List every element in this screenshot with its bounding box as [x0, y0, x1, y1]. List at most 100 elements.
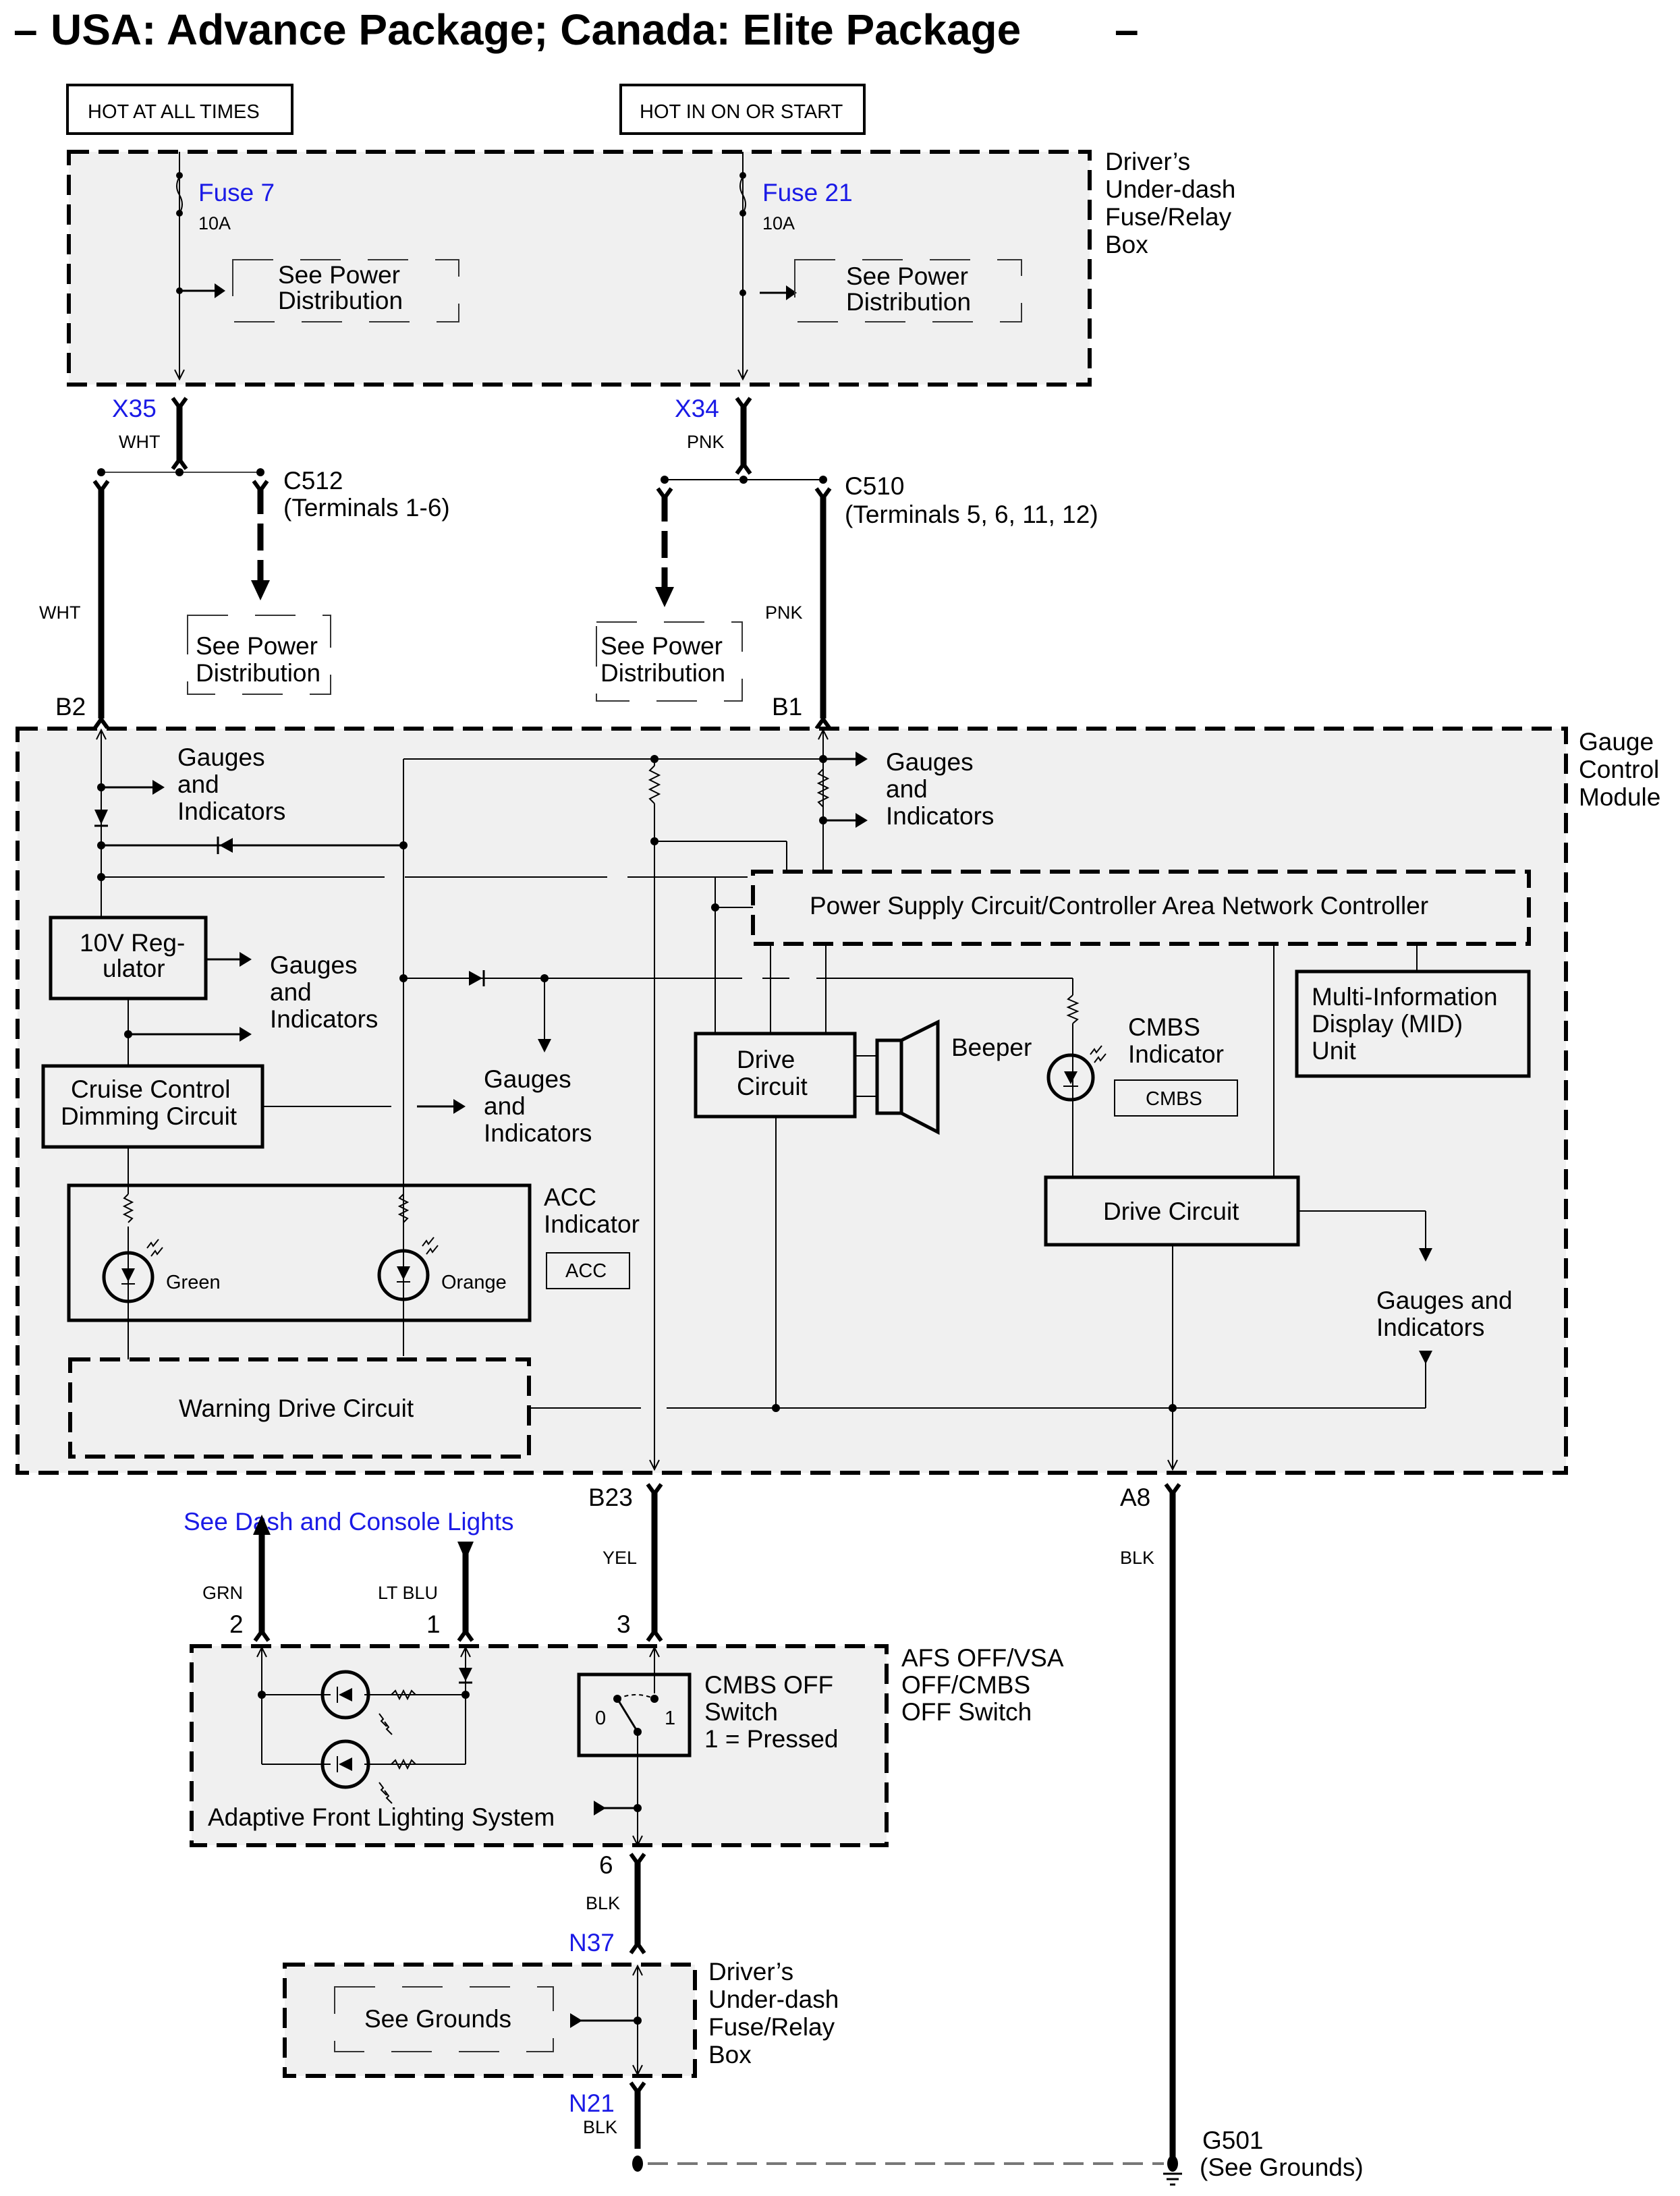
see-power-distribution-1-line1[interactable]: See Power: [278, 261, 400, 289]
gauges-indicators-1-line3: Indicators: [177, 797, 285, 825]
resistor-icon: [648, 765, 661, 804]
arrow-up-icon: [253, 1515, 271, 1535]
fuse-relay-box-top: Driver’s Under-dash Fuse/Relay Box Fuse …: [67, 148, 1235, 387]
fuse-7: Fuse 7 10A See Power Distribution: [174, 152, 459, 381]
beeper-icon: [875, 1019, 940, 1135]
switch-section-label-3: OFF Switch: [901, 1698, 1032, 1726]
see-power-distribution-box-3[interactable]: [187, 615, 331, 695]
pin-3-label: 3: [617, 1610, 631, 1638]
gauges-indicators-5-line2: Indicators: [1376, 1314, 1484, 1341]
mid-unit-line1: Multi-Information: [1312, 983, 1498, 1011]
arrow-down-icon: [1419, 1248, 1432, 1262]
see-power-distribution-box-2[interactable]: [794, 259, 1022, 322]
see-power-distribution-box-4[interactable]: [596, 621, 743, 702]
see-power-distribution-4-line1[interactable]: See Power: [600, 632, 723, 660]
drive-circuit-1-line1: Drive: [737, 1046, 795, 1073]
resistor-icon: [397, 1193, 410, 1223]
gcm-label-2: Control: [1579, 756, 1659, 783]
regulator-line2: ulator: [103, 955, 165, 982]
connector-x35-label[interactable]: X35: [112, 395, 157, 422]
acc-green-led-icon: [102, 1239, 163, 1303]
resistor-icon: [391, 1689, 416, 1701]
acc-orange-label: Orange: [441, 1272, 507, 1293]
fuse-21-label[interactable]: Fuse 21: [762, 179, 853, 206]
arrow-down-icon: [655, 587, 674, 607]
acc-green-label: Green: [166, 1272, 221, 1293]
fuse-7-icon: [176, 176, 183, 214]
acc-badge-label: ACC: [565, 1260, 607, 1282]
arrow-right-icon: [856, 752, 868, 766]
drive-circuit-1-line2: Circuit: [737, 1073, 808, 1100]
wire-color-blk-2: BLK: [583, 2117, 617, 2137]
arrow-down-icon: [1419, 1351, 1432, 1364]
title-dash-right: –: [1115, 5, 1139, 54]
see-power-distribution-2-line2[interactable]: Distribution: [846, 288, 971, 316]
gauges-indicators-5-line1: Gauges and: [1376, 1287, 1513, 1314]
connector-b1-label: B1: [772, 693, 802, 721]
cmbs-indicator-led-icon: [1046, 1045, 1107, 1102]
arrow-right-icon: [594, 1801, 606, 1815]
connector-x34-label[interactable]: X34: [675, 395, 719, 422]
afs-system-label: Adaptive Front Lighting System: [208, 1803, 555, 1831]
fuse-box-bottom-label-4: Box: [708, 2041, 752, 2068]
cmbs-indicator-line1: CMBS: [1128, 1013, 1200, 1041]
resistor-icon: [122, 1193, 134, 1223]
fuse-21: Fuse 21 10A See Power Distribution: [737, 152, 1022, 381]
connector-n21-label[interactable]: N21: [569, 2089, 615, 2117]
diode-icon: [94, 810, 108, 824]
cmbs-off-switch[interactable]: [577, 1672, 692, 1757]
power-supply-can-controller: [751, 870, 1531, 946]
pin-6-label: 6: [599, 1851, 613, 1879]
wire-color-pnk-2: PNK: [765, 602, 803, 623]
wire-color-blk-1: BLK: [586, 1893, 620, 1913]
pin-2-label: 2: [229, 1610, 244, 1638]
see-power-distribution-3-line2[interactable]: Distribution: [196, 659, 320, 687]
switch-pos-0: 0: [595, 1708, 606, 1729]
fuse-7-label[interactable]: Fuse 7: [198, 179, 275, 206]
gauges-indicators-2-line2: and: [886, 775, 928, 803]
power-supply-can-label: Power Supply Circuit/Controller Area Net…: [810, 892, 1428, 920]
fuse-box-top-label-3: Fuse/Relay: [1105, 203, 1232, 231]
connector-c512-label: C512: [283, 467, 343, 495]
power-source-hot-at-all-times: HOT AT ALL TIMES: [66, 84, 293, 135]
arrow-right-icon: [570, 2013, 582, 2028]
see-dash-console-lights-link[interactable]: See Dash and Console Lights: [184, 1508, 514, 1536]
see-power-distribution-1-line2[interactable]: Distribution: [278, 287, 403, 314]
connector-x35-group: X35 WHT C512 (Terminals 1-6) WHT B2 See …: [39, 395, 450, 730]
resistor-icon: [816, 768, 830, 808]
arrow-right-icon: [453, 1099, 466, 1114]
ground-g501-label: G501: [1202, 2127, 1264, 2154]
pin-1-label: 1: [426, 1610, 441, 1638]
see-power-distribution-2-line1[interactable]: See Power: [846, 262, 968, 290]
resistor-icon: [1066, 994, 1080, 1024]
wire-color-blk-a8: BLK: [1120, 1548, 1154, 1568]
wire-color-pnk-1: PNK: [687, 432, 725, 452]
see-grounds-label[interactable]: See Grounds: [364, 2005, 511, 2033]
power-source-hot-in-on-or-start: HOT IN ON OR START: [619, 84, 866, 135]
beeper-label: Beeper: [951, 1034, 1032, 1061]
ground-g501-note[interactable]: (See Grounds): [1200, 2153, 1364, 2181]
connector-b2-label: B2: [55, 693, 86, 721]
wire-color-wht-1: WHT: [119, 432, 160, 452]
cmbs-indicator-line2: Indicator: [1128, 1040, 1224, 1068]
see-power-distribution-box-1[interactable]: [232, 259, 459, 322]
wire-color-wht-2: WHT: [39, 602, 80, 623]
acc-badge: [546, 1252, 630, 1289]
fuse-box-top-label-4: Box: [1105, 231, 1148, 258]
arrow-down-icon: [174, 369, 185, 381]
cmbs-badge-label: CMBS: [1146, 1088, 1202, 1110]
diode-icon: [219, 838, 233, 853]
fuse-box-bottom-label-2: Under-dash: [708, 1986, 839, 2013]
gauges-indicators-2-line3: Indicators: [886, 802, 994, 830]
afs-led-1-icon: [320, 1670, 416, 1735]
connector-x34-group: X34 PNK C510 (Terminals 5, 6, 11, 12) Se…: [596, 395, 1098, 730]
see-power-distribution-3-line1[interactable]: See Power: [196, 632, 318, 660]
afs-led-2-icon: [320, 1739, 416, 1804]
gauges-indicators-3-line1: Gauges: [270, 951, 358, 979]
fuse-21-rating: 10A: [762, 213, 795, 233]
gcm-label-1: Gauge: [1579, 728, 1654, 756]
connector-male-icon: [171, 455, 188, 470]
connector-n37-label[interactable]: N37: [569, 1929, 615, 1956]
see-power-distribution-4-line2[interactable]: Distribution: [600, 659, 725, 687]
